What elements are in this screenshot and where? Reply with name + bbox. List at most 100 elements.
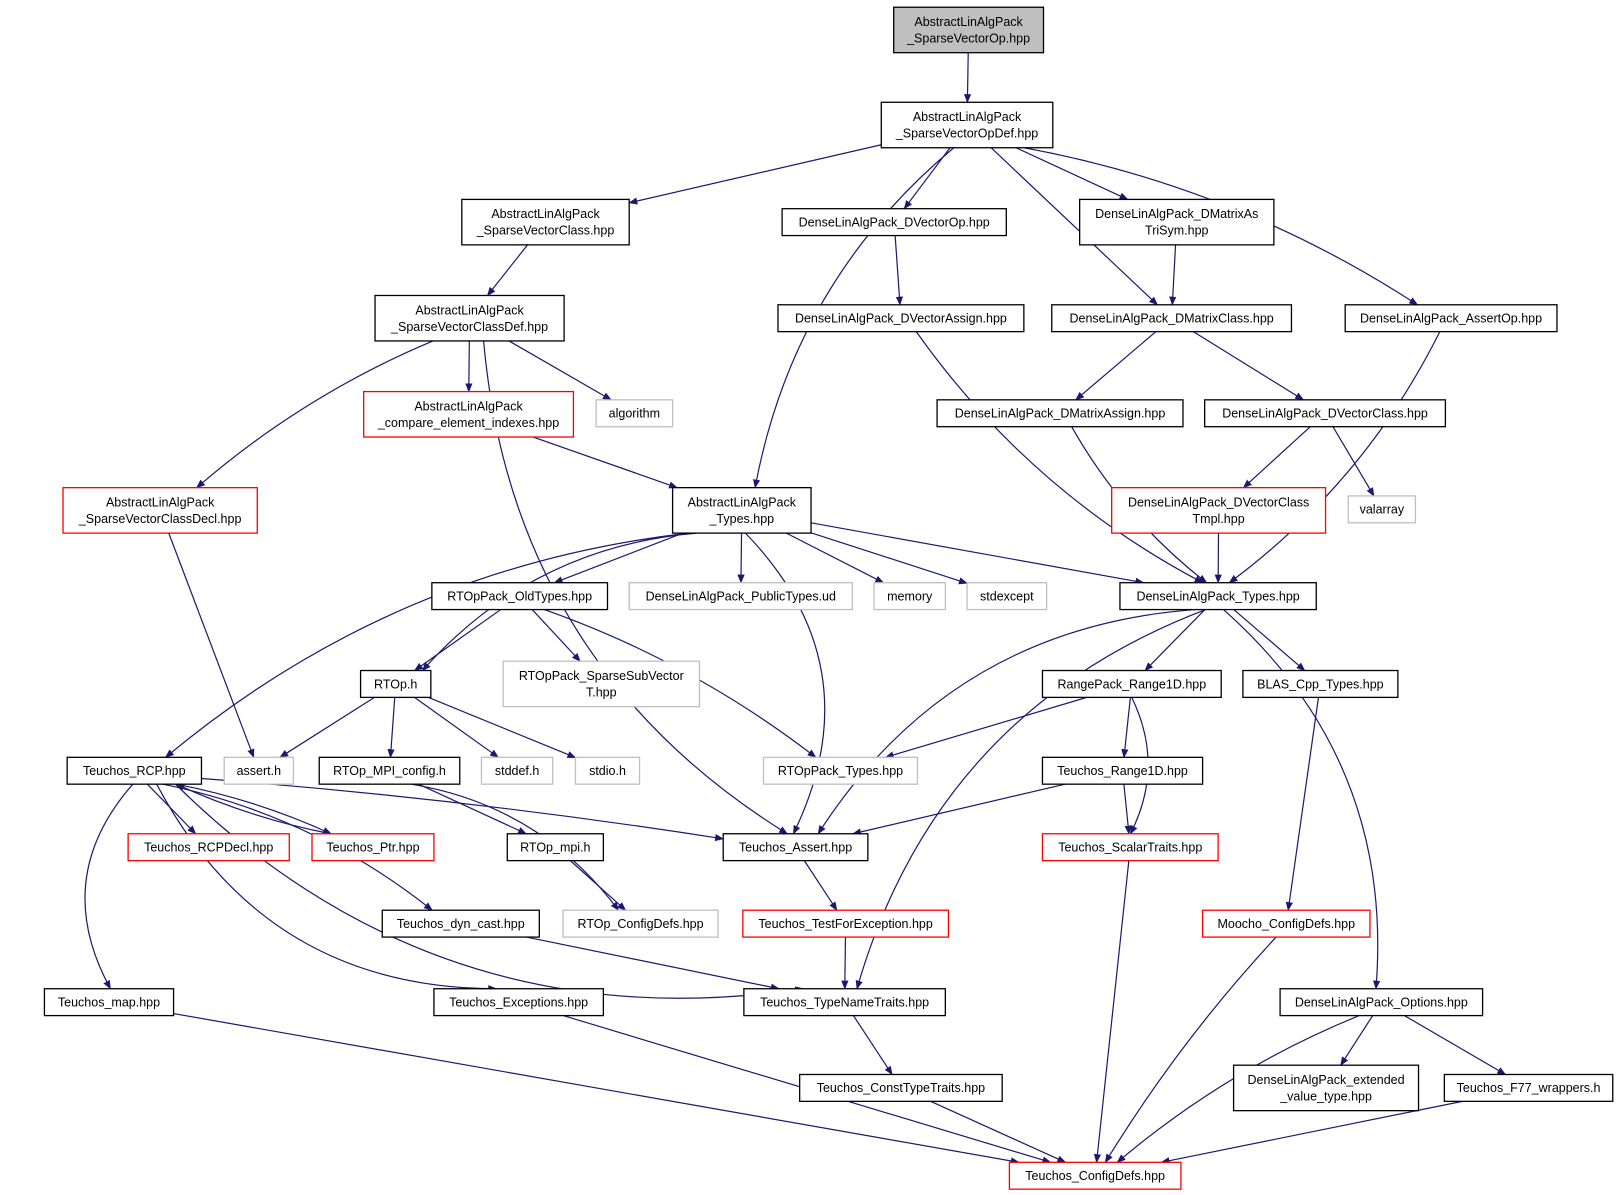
node-label: RTOpPack_OldTypes.hpp [447,589,592,603]
node-teuchos-map-hpp[interactable]: Teuchos_map.hpp [43,988,175,1017]
node-box [873,582,946,611]
node-label: Moocho_ConfigDefs.hpp [1217,917,1355,931]
node-teuchos-scalartraits-hpp[interactable]: Teuchos_ScalarTraits.hpp [1041,833,1219,862]
edge-scalartraits-to-tconfig [1093,860,1130,1164]
node-teuchos-range1d-hpp[interactable]: Teuchos_Range1D.hpp [1041,756,1204,785]
node-abstractlinalgpack-sparsevectorclass-hpp[interactable]: AbstractLinAlgPack_SparseVectorClass.hpp [461,198,630,246]
node-box [743,988,946,1017]
node-abstractlinalgpack-sparsevectoropdef-hpp[interactable]: AbstractLinAlgPack_SparseVectorOpDef.hpp [880,101,1054,149]
node-denselinalgpack-dvectorassign-hpp[interactable]: DenseLinAlgPack_DVectorAssign.hpp [777,304,1025,333]
node-label: stdexcept [980,589,1034,603]
edge-svclass-to-svclassdef [486,244,529,297]
node-denselinalgpack-dmatrixclass-hpp[interactable]: DenseLinAlgPack_DMatrixClass.hpp [1051,304,1293,333]
node-teuchos-dyn-cast-hpp[interactable]: Teuchos_dyn_cast.hpp [381,909,540,938]
node-denselinalgpack-types-hpp[interactable]: DenseLinAlgPack_Types.hpp [1119,582,1317,611]
node-box [777,304,1025,333]
node-label: DenseLinAlgPack_extended [1248,1073,1405,1087]
edge-altypes-to-rcp [164,532,689,758]
node-abstractlinalgpack-types-hpp[interactable]: AbstractLinAlgPack_Types.hpp [671,487,812,534]
node-label: DenseLinAlgPack_DVectorClass.hpp [1222,407,1428,421]
edge-oldtypes-to-sparsesub [531,609,581,662]
node-teuchos-f77-wrappers-h[interactable]: Teuchos_F77_wrappers.h [1443,1073,1614,1103]
node-box [318,756,461,785]
node-denselinalgpack-dmatrixassign-hpp[interactable]: DenseLinAlgPack_DMatrixAssign.hpp [936,399,1184,428]
node-rangepack-range1d-hpp[interactable]: RangePack_Range1D.hpp [1041,669,1222,699]
node-teuchos-consttypetraits-hpp[interactable]: Teuchos_ConstTypeTraits.hpp [799,1073,1003,1103]
node-rtop-configdefs-hpp[interactable]: RTOp_ConfigDefs.hpp [562,909,719,938]
node-abstractlinalgpack-sparsevectorclassdecl-hpp[interactable]: AbstractLinAlgPack_SparseVectorClassDecl… [62,487,258,534]
node-box [1344,304,1558,333]
node-teuchos-ptr-hpp[interactable]: Teuchos_Ptr.hpp [311,833,435,862]
node-label: DenseLinAlgPack_DVectorOp.hpp [799,215,990,229]
node-memory[interactable]: memory [873,582,946,611]
node-stdio-h[interactable]: stdio.h [574,756,641,785]
edge-root-to-opdef [963,52,972,104]
node-layer: AbstractLinAlgPack_SparseVectorOp.hppAbs… [43,6,1614,1190]
edge-opdef-to-altypes [753,147,955,489]
node-denselinalgpack-dvectorclass-hpp[interactable]: DenseLinAlgPack_DVectorClass.hpp [1204,399,1447,428]
node-label: Teuchos_Range1D.hpp [1057,764,1188,778]
node-box [936,399,1184,428]
edge-altypes-to-memory [786,532,885,584]
node-label: DenseLinAlgPack_DMatrixAssign.hpp [955,407,1166,421]
node-box [742,909,950,938]
node-teuchos-exceptions-hpp[interactable]: Teuchos_Exceptions.hpp [433,988,605,1017]
edge-altypes-to-oldtypes [553,532,684,584]
node-teuchos-typenametraits-hpp[interactable]: Teuchos_TypeNameTraits.hpp [743,988,946,1017]
edge-options-to-tconfig [1116,1015,1360,1163]
node-rtop-mpi-h[interactable]: RTOp_mpi.h [506,833,605,862]
node-moocho-configdefs-hpp[interactable]: Moocho_ConfigDefs.hpp [1201,909,1371,938]
node-denselinalgpack-options-hpp[interactable]: DenseLinAlgPack_Options.hpp [1279,988,1484,1017]
node-teuchos-rcp-hpp[interactable]: Teuchos_RCP.hpp [66,756,203,785]
node-abstractlinalgpack-compare-element-indexes-hpp[interactable]: AbstractLinAlgPack_compare_element_index… [363,390,575,438]
edge-rtoph-to-mpiconfig [387,697,396,759]
node-label: _SparseVectorClassDef.hpp [390,320,548,334]
node-box [722,833,869,862]
edge-opdef-to-dmatrixas [1015,147,1129,200]
node-algorithm[interactable]: algorithm [595,399,674,428]
node-rtoppack-oldtypes-hpp[interactable]: RTOpPack_OldTypes.hpp [431,582,609,611]
node-label: Teuchos_TestForException.hpp [758,917,932,931]
node-box [1041,669,1222,699]
node-abstractlinalgpack-sparsevectorop-hpp[interactable]: AbstractLinAlgPack_SparseVectorOp.hpp [893,6,1045,54]
edge-svclassdef-to-algorithm [508,340,612,401]
edge-dltypes-to-options [1223,609,1381,990]
node-label: Teuchos_RCP.hpp [83,764,186,778]
node-denselinalgpack-publictypes-ud[interactable]: DenseLinAlgPack_PublicTypes.ud [628,582,854,611]
node-box [1347,495,1417,524]
node-stdexcept[interactable]: stdexcept [966,582,1048,611]
node-label: DenseLinAlgPack_Options.hpp [1295,995,1468,1009]
node-teuchos-configdefs-hpp[interactable]: Teuchos_ConfigDefs.hpp [1008,1161,1182,1190]
node-assert-h[interactable]: assert.h [223,756,295,785]
node-label: RTOp_mpi.h [520,840,590,854]
node-valarray[interactable]: valarray [1347,495,1417,524]
node-label: TriSym.hpp [1145,224,1208,238]
node-denselinalgpack-dvectorop-hpp[interactable]: DenseLinAlgPack_DVectorOp.hpp [781,208,1007,237]
node-teuchos-rcpdecl-hpp[interactable]: Teuchos_RCPDecl.hpp [127,833,290,862]
node-rtoppack-types-hpp[interactable]: RTOpPack_Types.hpp [762,756,919,785]
node-rtop-mpi-config-h[interactable]: RTOp_MPI_config.h [318,756,461,785]
edge-tassert-to-testforexc [803,860,838,911]
node-label: AbstractLinAlgPack [491,207,600,221]
node-label: RTOp_MPI_config.h [333,764,446,778]
edge-altypes-to-stdexcept [810,532,968,585]
edge-svclassdef-to-svclassdecl [196,340,434,489]
node-teuchos-assert-hpp[interactable]: Teuchos_Assert.hpp [722,833,869,862]
node-stddef-h[interactable]: stddef.h [480,756,554,785]
edge-map-to-tconfig [173,1012,1020,1165]
node-abstractlinalgpack-sparsevectorclassdef-hpp[interactable]: AbstractLinAlgPack_SparseVectorClassDef.… [374,294,565,342]
edge-dmclass-to-dvclass [1192,331,1305,401]
node-denselinalgpack-assertop-hpp[interactable]: DenseLinAlgPack_AssertOp.hpp [1344,304,1558,333]
node-box [381,909,540,938]
node-teuchos-testforexception-hpp[interactable]: Teuchos_TestForException.hpp [742,909,950,938]
node-label: _Types.hpp [708,512,774,526]
node-denselinalgpack-extended-value-type-hpp[interactable]: DenseLinAlgPack_extended_value_type.hpp [1232,1064,1420,1112]
edge-assertop-to-dltypes [1228,331,1441,584]
node-box [1041,756,1204,785]
node-rtop-h[interactable]: RTOp.h [359,669,432,699]
node-blas-cpp-types-hpp[interactable]: BLAS_Cpp_Types.hpp [1242,669,1399,699]
